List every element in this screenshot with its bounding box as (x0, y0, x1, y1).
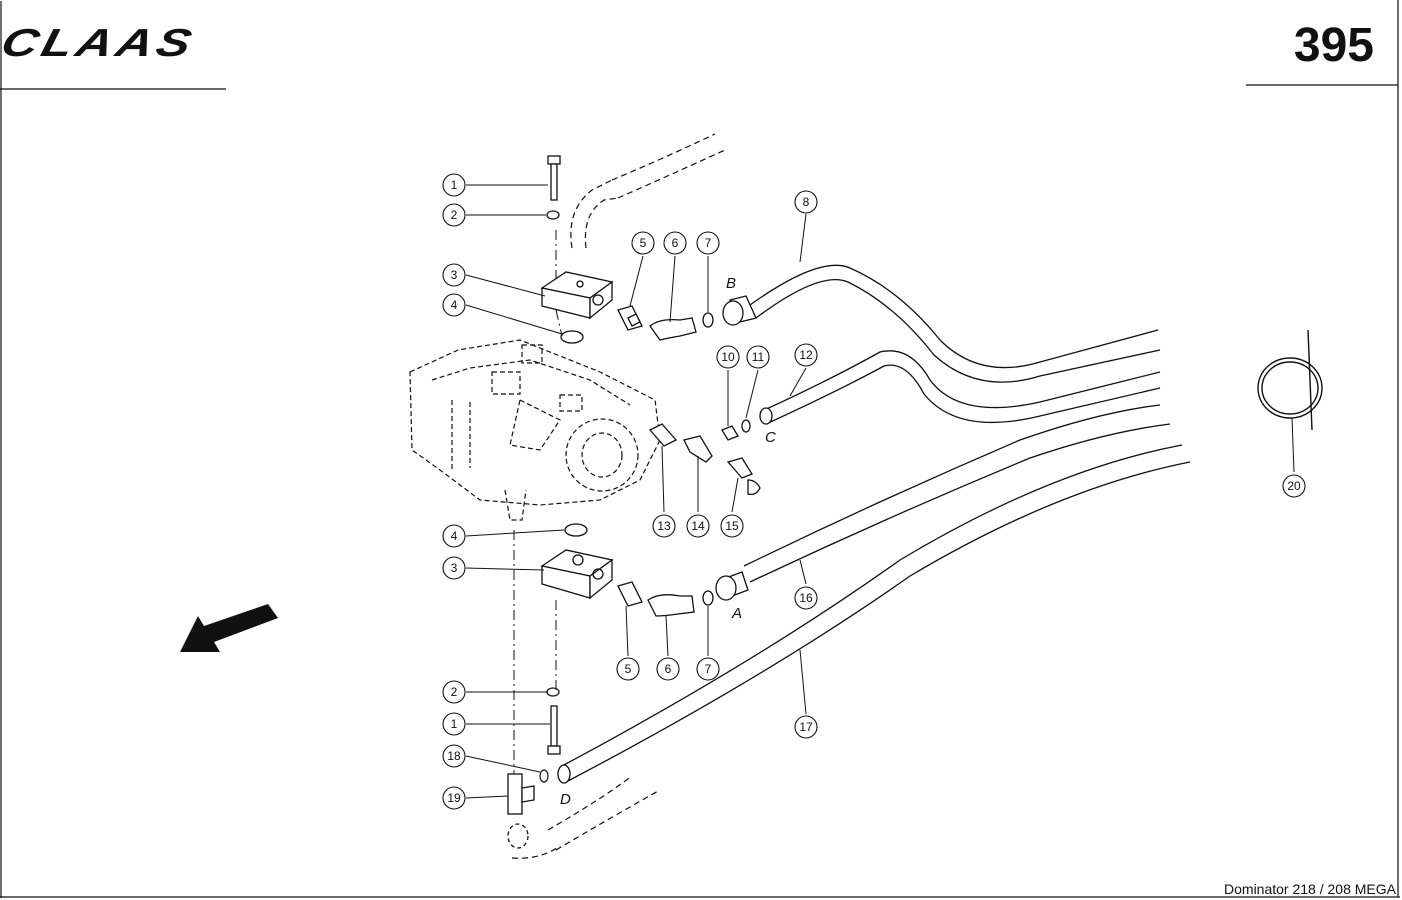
fittings-middle (648, 419, 761, 496)
callout-11: 11 (752, 350, 765, 364)
port-labels: B C A D (560, 275, 776, 808)
callout-2-lower: 2 (451, 685, 458, 699)
callout-20: 20 (1287, 479, 1301, 493)
bolt-upper (547, 155, 561, 201)
callout-18: 18 (447, 749, 461, 763)
hose-16 (715, 404, 1171, 601)
port-label-d: D (560, 791, 571, 808)
callout-16: 16 (799, 591, 813, 605)
callout-19: 19 (447, 791, 461, 805)
dashed-hose-top (570, 133, 726, 249)
hose-12 (759, 350, 1161, 425)
flange-block-lower (540, 549, 614, 600)
callout-3-upper: 3 (451, 268, 458, 282)
bolt-lower (547, 705, 561, 755)
model-caption: Dominator 218 / 208 MEGA (1224, 881, 1396, 897)
callout-8: 8 (803, 195, 810, 209)
callout-3-lower: 3 (451, 561, 458, 575)
callout-13: 13 (657, 519, 671, 533)
fittings-upper (617, 305, 714, 341)
fittings-lower (617, 581, 714, 617)
callout-6-lower: 6 (665, 662, 672, 676)
callout-5-upper: 5 (640, 236, 647, 250)
callout-15: 15 (725, 519, 739, 533)
direction-arrow-icon (180, 604, 278, 652)
callout-labels: 1 2 3 4 5 6 7 8 10 11 12 13 14 15 4 3 16… (447, 178, 1301, 805)
hose-17 (557, 444, 1191, 784)
hydraulic-pump (409, 339, 661, 521)
dashed-hose-bottom (511, 775, 661, 859)
callout-2-upper: 2 (451, 208, 458, 222)
callout-6-upper: 6 (672, 236, 679, 250)
callout-1-upper: 1 (451, 178, 458, 192)
callout-5-lower: 5 (625, 662, 632, 676)
assembly-guide-lines (513, 230, 563, 790)
fitting-19 (507, 773, 535, 849)
callout-1-lower: 1 (451, 717, 458, 731)
callout-17: 17 (799, 720, 813, 734)
callout-4-upper: 4 (451, 298, 458, 312)
callout-7-lower: 7 (705, 662, 712, 676)
callout-10: 10 (721, 350, 735, 364)
port-label-a: A (731, 605, 742, 622)
callout-circles (442, 173, 1306, 810)
port-label-c: C (765, 429, 776, 446)
page-number: 395 (1293, 19, 1374, 72)
flange-block-upper (540, 271, 614, 320)
callout-14: 14 (691, 519, 705, 533)
o-rings-4 (560, 330, 588, 537)
callout-4-lower: 4 (451, 529, 458, 543)
cable-tie-icon (1257, 329, 1323, 431)
callout-12: 12 (799, 348, 813, 362)
leader-lines (465, 184, 1295, 799)
callout-7-upper: 7 (705, 236, 712, 250)
port-label-b: B (726, 275, 736, 292)
hose-8 (722, 264, 1161, 383)
